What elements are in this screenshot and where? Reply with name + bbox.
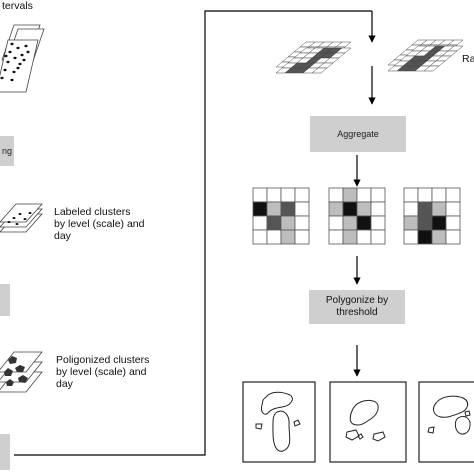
grid-cell bbox=[356, 201, 372, 217]
raster-cell bbox=[423, 65, 440, 72]
grid-cell bbox=[445, 201, 461, 217]
raster-layers-icon-a bbox=[275, 41, 352, 74]
grid-cell bbox=[294, 229, 310, 245]
grid-cell bbox=[294, 201, 310, 217]
labeled-clusters-text-2: by level (scale) and bbox=[54, 218, 145, 230]
raster-layers-icon-b bbox=[387, 39, 464, 72]
polygon-output-2 bbox=[329, 381, 407, 463]
grid-cell bbox=[403, 187, 419, 203]
grid-cell bbox=[294, 215, 310, 231]
grid-cell bbox=[280, 201, 296, 217]
grid-cell bbox=[266, 215, 282, 231]
grid-cell bbox=[266, 229, 282, 245]
grid-cell bbox=[280, 229, 296, 245]
grid-cell bbox=[370, 215, 386, 231]
grid-cell bbox=[328, 229, 344, 245]
grid-cell bbox=[328, 187, 344, 203]
grid-cell bbox=[280, 215, 296, 231]
grid-cell bbox=[403, 229, 419, 245]
bottom-box-left bbox=[0, 434, 10, 470]
grid-cell bbox=[445, 229, 461, 245]
aggregated-grid-1 bbox=[252, 187, 310, 245]
grid-cell bbox=[403, 215, 419, 231]
grid-cell bbox=[370, 187, 386, 203]
polygonize-box-line-2: threshold bbox=[336, 307, 378, 318]
labeled-clusters-layers-icon bbox=[0, 203, 43, 233]
polygon-output-1 bbox=[242, 381, 316, 463]
grid-cell bbox=[342, 187, 358, 203]
grid-cell bbox=[356, 229, 372, 245]
grid-cell bbox=[342, 229, 358, 245]
polygonize-box-line-1: Polygonize by bbox=[325, 295, 389, 306]
polygonized-clusters-layers-icon bbox=[0, 351, 43, 393]
raster-label: Ra bbox=[462, 53, 474, 65]
polygonized-clusters-text-1: Poligonized clusters bbox=[56, 354, 150, 366]
interval-layers-icon bbox=[0, 24, 45, 93]
grid-cell bbox=[356, 187, 372, 203]
grid-cell bbox=[328, 201, 344, 217]
aggregate-box: Aggregate bbox=[310, 116, 406, 152]
grid-cell bbox=[252, 215, 268, 231]
grid-cell bbox=[431, 229, 447, 245]
grid-cell bbox=[431, 187, 447, 203]
aggregated-grid-2 bbox=[328, 187, 386, 245]
grid-cell bbox=[266, 201, 282, 217]
polygonize-box-left bbox=[0, 284, 10, 316]
grid-cell bbox=[417, 215, 433, 231]
labeled-clusters-text-1: Labeled clusters bbox=[54, 206, 131, 218]
aggregated-grid-3 bbox=[403, 187, 461, 245]
grouping-box bbox=[0, 136, 14, 166]
grid-cell bbox=[356, 215, 372, 231]
grid-cell bbox=[280, 187, 296, 203]
grid-cell bbox=[417, 229, 433, 245]
grouping-box-label: ng bbox=[1, 146, 12, 156]
grid-cell bbox=[445, 187, 461, 203]
grid-cell bbox=[403, 201, 419, 217]
polygonize-box: Polygonize by threshold bbox=[309, 290, 405, 324]
polygonized-clusters-text-3: day bbox=[56, 378, 73, 390]
polygon-output-3 bbox=[418, 381, 474, 463]
intervals-label: tervals bbox=[2, 0, 33, 12]
grid-cell bbox=[252, 229, 268, 245]
polygonized-clusters-text-2: by level (scale) and bbox=[56, 366, 147, 378]
grid-cell bbox=[370, 229, 386, 245]
grid-cell bbox=[417, 201, 433, 217]
connector-line bbox=[14, 10, 372, 456]
grid-cell bbox=[294, 187, 310, 203]
grid-cell bbox=[266, 187, 282, 203]
grid-cell bbox=[370, 201, 386, 217]
grid-cell bbox=[342, 215, 358, 231]
grid-cell bbox=[252, 187, 268, 203]
grid-cell bbox=[431, 201, 447, 217]
labeled-clusters-text-3: day bbox=[54, 230, 71, 242]
raster-cell bbox=[311, 67, 328, 74]
grid-cell bbox=[417, 187, 433, 203]
grid-cell bbox=[252, 201, 268, 217]
grid-cell bbox=[328, 215, 344, 231]
grid-cell bbox=[342, 201, 358, 217]
grid-cell bbox=[445, 215, 461, 231]
grid-cell bbox=[431, 215, 447, 231]
